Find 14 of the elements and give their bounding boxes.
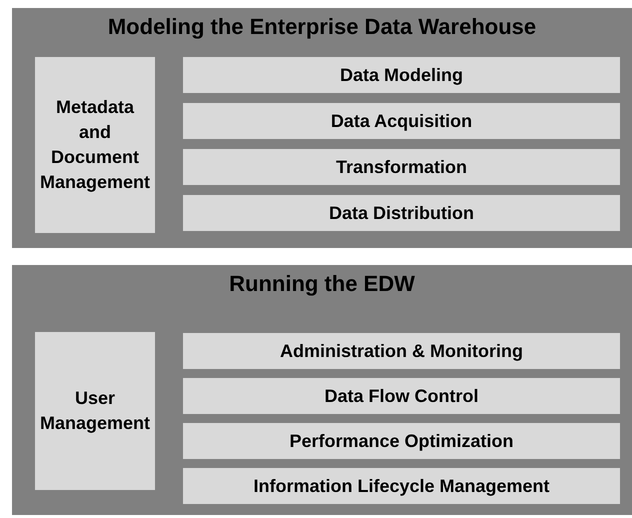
section-title: Running the EDW	[229, 271, 415, 297]
section-panel	[12, 265, 632, 515]
module-box: Data Modeling	[183, 57, 620, 93]
module-box: Metadata and Document Management	[35, 57, 155, 233]
module-box: Data Acquisition	[183, 103, 620, 139]
module-box: Administration & Monitoring	[183, 333, 620, 369]
module-box: Transformation	[183, 149, 620, 185]
module-box: Performance Optimization	[183, 423, 620, 459]
module-box: User Management	[35, 332, 155, 490]
section-panel	[12, 8, 632, 248]
module-box: Information Lifecycle Management	[183, 468, 620, 504]
section-title: Modeling the Enterprise Data Warehouse	[108, 14, 536, 40]
module-box: Data Flow Control	[183, 378, 620, 414]
module-box: Data Distribution	[183, 195, 620, 231]
